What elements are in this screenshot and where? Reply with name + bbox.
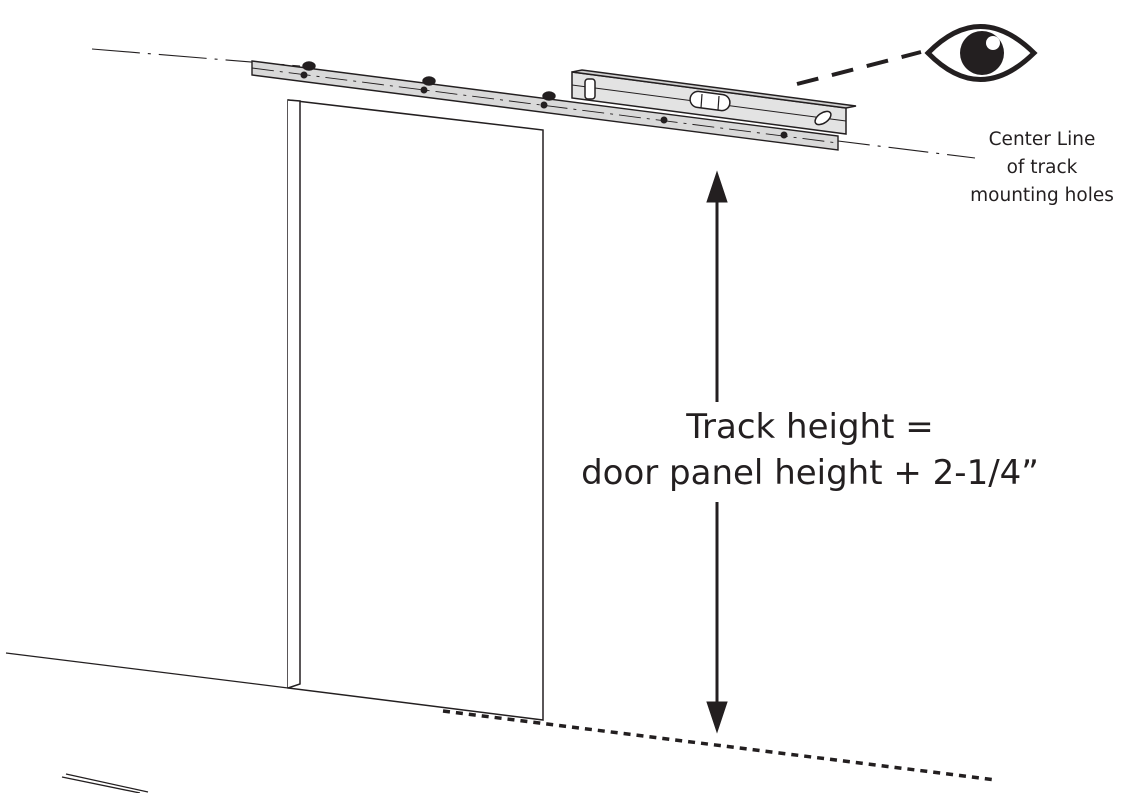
spirit-level-end-vial	[814, 110, 832, 126]
spirit-level-center-vial	[689, 90, 731, 112]
mounting-hole-2	[420, 86, 428, 94]
door-panel-side	[287, 99, 301, 689]
eye-highlight	[986, 36, 1000, 50]
floor-edge-line-2	[61, 776, 141, 793]
center-line-label-line3: mounting holes	[970, 185, 1114, 206]
door-panel	[287, 99, 544, 721]
floor-line	[442, 709, 997, 782]
track-mounting-holes	[300, 71, 788, 139]
track-bolt-heads	[302, 61, 556, 101]
spirit-level-icon	[571, 69, 857, 135]
track-rail-centerline	[251, 67, 839, 144]
bolt-head-3	[542, 91, 556, 101]
track-rail	[251, 60, 839, 151]
spirit-level-top	[571, 69, 857, 109]
bolt-head-1	[302, 61, 316, 71]
mounting-hole-5	[780, 131, 788, 139]
double-arrow-icon	[706, 170, 728, 734]
wall-outline	[5, 652, 289, 793]
vial-mark-right	[717, 95, 720, 111]
bolt-head-2	[422, 76, 436, 86]
mounting-hole-1	[300, 71, 308, 79]
sight-line	[796, 50, 922, 86]
wall-bottom-edge	[5, 652, 289, 689]
formula-line1: Track height =	[686, 407, 934, 447]
center-line-right	[829, 139, 976, 159]
center-line-label-line2: of track	[1006, 157, 1078, 178]
center-line-label: Center Line of track mounting holes	[958, 126, 1123, 210]
door-panel-face	[287, 99, 544, 721]
mounting-hole-3	[540, 101, 548, 109]
track-height-formula: Track height = door panel height + 2-1/4…	[560, 404, 1060, 496]
measure-arrow-head-top	[706, 170, 728, 203]
mounting-hole-4	[660, 116, 668, 124]
eye-icon	[924, 24, 1038, 82]
spirit-level-vertical-vial	[584, 78, 596, 100]
measure-arrow-head-bottom	[706, 701, 728, 734]
formula-line2: door panel height + 2-1/4”	[581, 453, 1039, 493]
center-vial-tube	[689, 90, 731, 112]
center-line-label-line1: Center Line	[988, 129, 1096, 150]
vial-mark-left	[700, 93, 703, 109]
end-vial-tube	[814, 110, 832, 126]
floor-edge-line	[65, 773, 149, 793]
